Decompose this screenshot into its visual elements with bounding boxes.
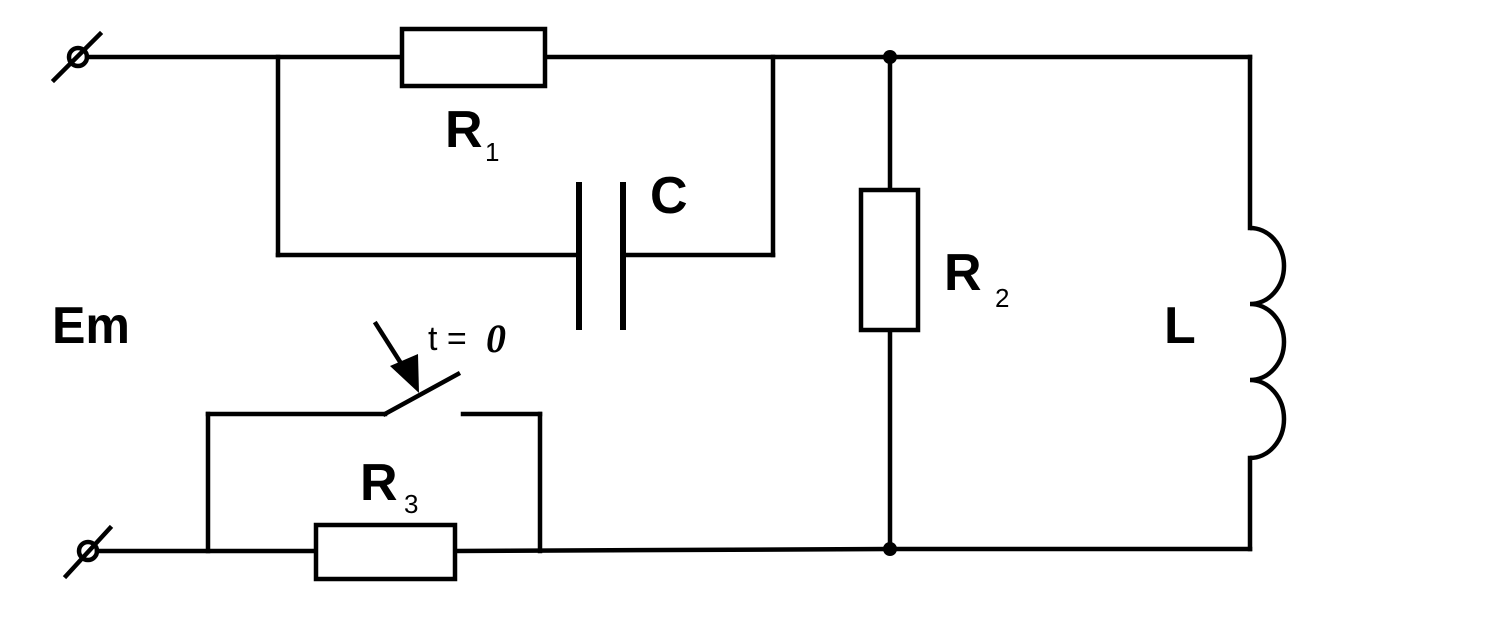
switch bbox=[372, 320, 462, 418]
junction-node-bottom bbox=[883, 542, 897, 556]
label-r2-subscript: 2 bbox=[995, 283, 1009, 313]
label-source: Em bbox=[52, 297, 130, 355]
label-r1: R bbox=[445, 101, 483, 159]
label-switch-zero: 0 bbox=[486, 316, 506, 361]
capacitor-c bbox=[576, 182, 626, 330]
label-capacitor: C bbox=[650, 167, 688, 225]
label-switch-time: t = bbox=[428, 320, 467, 358]
label-r3-subscript: 3 bbox=[404, 489, 418, 519]
label-inductor: L bbox=[1164, 297, 1196, 355]
label-r2: R bbox=[944, 244, 982, 302]
inductor-l bbox=[1249, 225, 1287, 461]
resistor-r1 bbox=[399, 26, 548, 89]
resistor-r3 bbox=[313, 522, 458, 582]
label-r3: R bbox=[360, 454, 398, 512]
resistor-r2 bbox=[858, 187, 921, 333]
label-r1-subscript: 1 bbox=[485, 137, 499, 167]
junction-node-top bbox=[883, 50, 897, 64]
wires bbox=[84, 54, 1253, 554]
